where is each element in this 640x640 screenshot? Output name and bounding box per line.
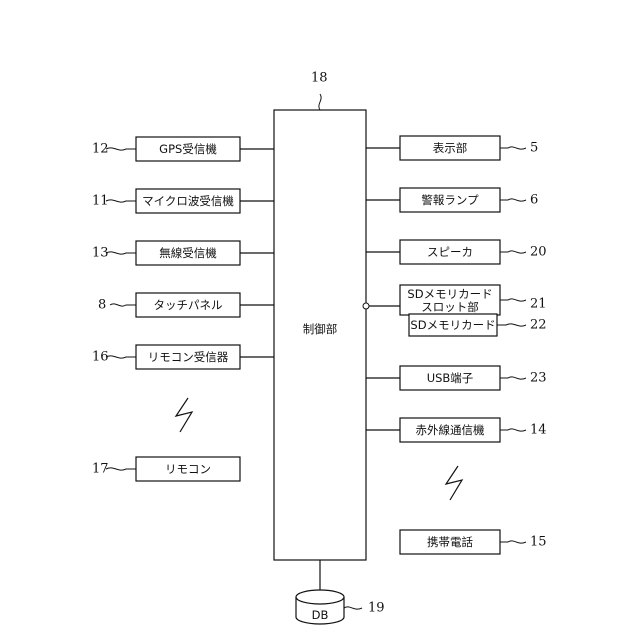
block-usb-port: USB端子 23	[366, 366, 547, 390]
speaker-label: スピーカ	[427, 245, 473, 259]
touch-panel-ref: 8	[98, 298, 106, 313]
usb-port-label: USB端子	[427, 371, 474, 385]
block-infrared-communicator: 赤外線通信機 14	[366, 418, 547, 442]
block-speaker: スピーカ 20	[366, 240, 547, 264]
block-display: 表示部 5	[366, 136, 538, 160]
sd-card-slot-label-line1: SDメモリカード	[407, 287, 492, 301]
warning-lamp-label: 警報ランプ	[421, 193, 479, 207]
remote-receiver-leader	[106, 356, 136, 358]
sd-card-leader	[497, 324, 526, 326]
remote-control-leader	[106, 468, 136, 470]
sd-card-slot-connector	[363, 303, 369, 309]
mobile-phone-ref: 15	[530, 535, 547, 550]
database-leader	[344, 607, 362, 609]
wireless-link-icon	[176, 398, 192, 432]
block-microwave-receiver: マイクロ波受信機 11	[92, 189, 274, 213]
control-unit-leader	[319, 94, 321, 110]
sd-card-slot-leader	[500, 299, 526, 301]
database: DB 19	[296, 560, 385, 624]
block-warning-lamp: 警報ランプ 6	[366, 188, 538, 212]
sd-card-slot-ref: 21	[530, 297, 547, 312]
control-unit: 制御部 18	[274, 71, 366, 561]
display-ref: 5	[530, 141, 538, 156]
wireless-receiver-ref: 13	[92, 246, 109, 261]
gps-receiver-label: GPS受信機	[159, 142, 217, 156]
wireless-link-icon	[446, 466, 462, 500]
block-sd-card-slot: SDメモリカード スロット部 21	[363, 285, 547, 315]
sd-card-ref: 22	[530, 318, 547, 333]
infrared-communicator-ref: 14	[530, 423, 547, 438]
wireless-receiver-label: 無線受信機	[159, 246, 217, 260]
block-wireless-receiver: 無線受信機 13	[92, 241, 274, 265]
remote-receiver-label: リモコン受信器	[148, 350, 229, 364]
warning-lamp-ref: 6	[530, 193, 538, 208]
remote-receiver-ref: 16	[92, 350, 109, 365]
infrared-communicator-leader	[500, 429, 526, 431]
block-remote-receiver: リモコン受信器 16	[92, 345, 274, 369]
sd-card-slot-label-line2: スロット部	[421, 300, 479, 314]
display-label: 表示部	[433, 141, 468, 155]
remote-control-ref: 17	[92, 462, 109, 477]
database-ref: 19	[368, 601, 385, 616]
control-unit-ref: 18	[311, 71, 328, 86]
microwave-receiver-leader	[106, 200, 136, 202]
gps-receiver-ref: 12	[92, 142, 109, 157]
microwave-receiver-label: マイクロ波受信機	[142, 194, 234, 208]
warning-lamp-leader	[500, 199, 526, 201]
wireless-receiver-leader	[106, 252, 136, 254]
block-remote-control: リモコン 17	[92, 457, 240, 481]
usb-port-ref: 23	[530, 371, 547, 386]
gps-receiver-leader	[106, 148, 136, 150]
mobile-phone-leader	[500, 541, 526, 543]
speaker-leader	[500, 251, 526, 253]
sd-card-label: SDメモリカード	[410, 318, 495, 332]
display-leader	[500, 147, 526, 149]
infrared-communicator-label: 赤外線通信機	[416, 423, 485, 437]
database-label: DB	[312, 608, 329, 622]
block-gps-receiver: GPS受信機 12	[92, 137, 274, 161]
speaker-ref: 20	[530, 245, 547, 260]
remote-control-label: リモコン	[165, 462, 211, 476]
database-cylinder-top	[296, 590, 344, 604]
touch-panel-leader	[110, 304, 136, 306]
touch-panel-label: タッチパネル	[154, 298, 223, 312]
block-mobile-phone: 携帯電話 15	[400, 530, 547, 554]
microwave-receiver-ref: 11	[92, 194, 109, 209]
block-touch-panel: タッチパネル 8	[98, 293, 274, 317]
control-unit-label: 制御部	[303, 322, 338, 336]
block-sd-card: SDメモリカード 22	[409, 314, 547, 336]
mobile-phone-label: 携帯電話	[427, 535, 473, 549]
usb-port-leader	[500, 377, 526, 379]
